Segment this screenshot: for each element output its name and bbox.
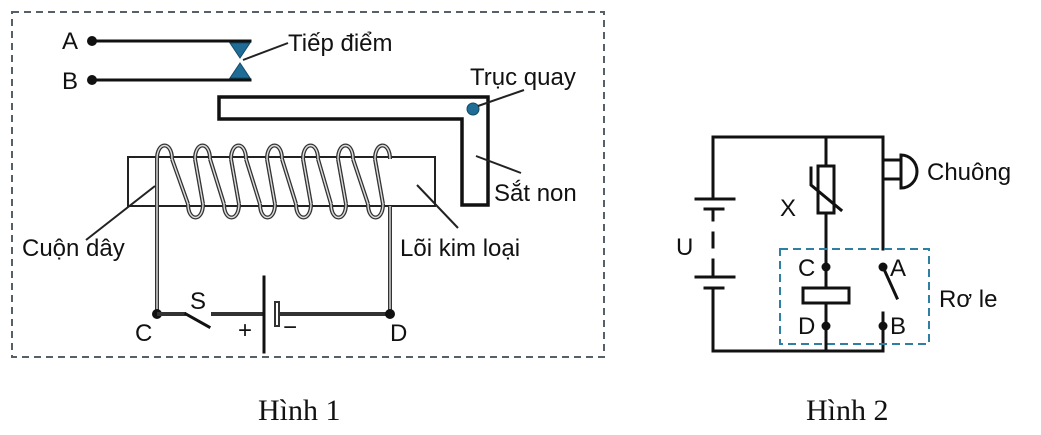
core-leader-line — [416, 184, 459, 229]
coil-turn — [352, 158, 369, 205]
contact-top-icon — [229, 42, 251, 59]
relay-node-b — [878, 321, 888, 331]
label-armature: Sắt non — [494, 180, 577, 207]
armature-leader-line — [475, 155, 522, 174]
coil-turn — [266, 144, 283, 160]
label-relay-a: A — [890, 255, 906, 282]
pivot-icon — [466, 102, 480, 116]
relay-contact-switch — [881, 265, 899, 300]
label-relay-c: C — [798, 255, 815, 282]
label-contact: Tiếp điểm — [288, 30, 392, 57]
coil-turn — [230, 144, 247, 160]
relay-node-c — [821, 262, 831, 272]
label-minus: − — [283, 314, 297, 341]
coil-turn — [337, 158, 347, 205]
label-core: Lõi kim loại — [400, 235, 520, 262]
relay-coil — [801, 286, 851, 305]
label-relay: Rơ le — [939, 286, 997, 313]
contact-leader-line — [242, 42, 289, 61]
pivot-leader-line — [477, 89, 525, 107]
coil-turn — [209, 158, 225, 205]
caption-figure-2: Hình 2 — [806, 394, 889, 427]
armature-soft-iron — [217, 95, 490, 207]
coil-turn — [223, 203, 240, 219]
coil-leader-line — [85, 185, 156, 241]
contact-bottom-icon — [229, 62, 251, 79]
figure-2: U X Chuông Rơ le C D A B Hình 2 — [676, 135, 1011, 427]
label-switch: S — [190, 288, 206, 315]
coil-turn — [156, 144, 173, 160]
relay-node-d — [821, 321, 831, 331]
label-node-d: D — [390, 320, 407, 347]
coil-turn — [317, 158, 332, 205]
coil-turn — [374, 158, 384, 205]
label-pivot: Trục quay — [470, 64, 576, 91]
label-terminal-b: B — [62, 68, 78, 95]
caption-figure-1: Hình 1 — [258, 394, 341, 427]
wire-top — [711, 135, 885, 251]
relay-frame — [779, 248, 930, 345]
figure-1: A B Tiếp điểm Trục quay Sắt non Lõi kim … — [11, 11, 605, 427]
coil-turn — [367, 203, 384, 219]
coil-turn — [374, 144, 391, 160]
coil-turn — [259, 203, 276, 219]
coil-turn — [245, 158, 261, 205]
coil-windings — [155, 143, 392, 220]
coil-turn — [230, 158, 240, 205]
coil-turn — [281, 158, 297, 205]
coil-turn — [194, 158, 204, 205]
coil-turn — [302, 144, 319, 160]
coil-turn — [330, 203, 347, 219]
coil-turn — [266, 158, 276, 205]
label-node-c: C — [135, 320, 152, 347]
switch-s[interactable] — [183, 311, 212, 330]
label-relay-d: D — [798, 313, 815, 340]
coil-turn — [295, 203, 312, 219]
wire-bottom — [711, 286, 885, 353]
label-terminal-a: A — [62, 28, 78, 55]
node-d-dot — [385, 309, 395, 319]
thermistor-slash — [809, 166, 844, 213]
label-plus: + — [238, 317, 252, 344]
label-bell: Chuông — [927, 159, 1011, 186]
coil-turn — [337, 144, 354, 160]
coil-turn — [194, 144, 211, 160]
battery-negative-plate — [274, 301, 280, 327]
label-relay-b: B — [890, 313, 906, 340]
thermistor-x — [816, 164, 836, 215]
label-voltage: U — [676, 234, 693, 261]
coil-turn — [302, 158, 312, 205]
label-coil: Cuộn dây — [22, 235, 125, 262]
bell-icon — [899, 153, 919, 190]
label-thermistor: X — [780, 195, 796, 222]
coil-turn — [187, 203, 204, 219]
coil-turn — [171, 158, 189, 205]
